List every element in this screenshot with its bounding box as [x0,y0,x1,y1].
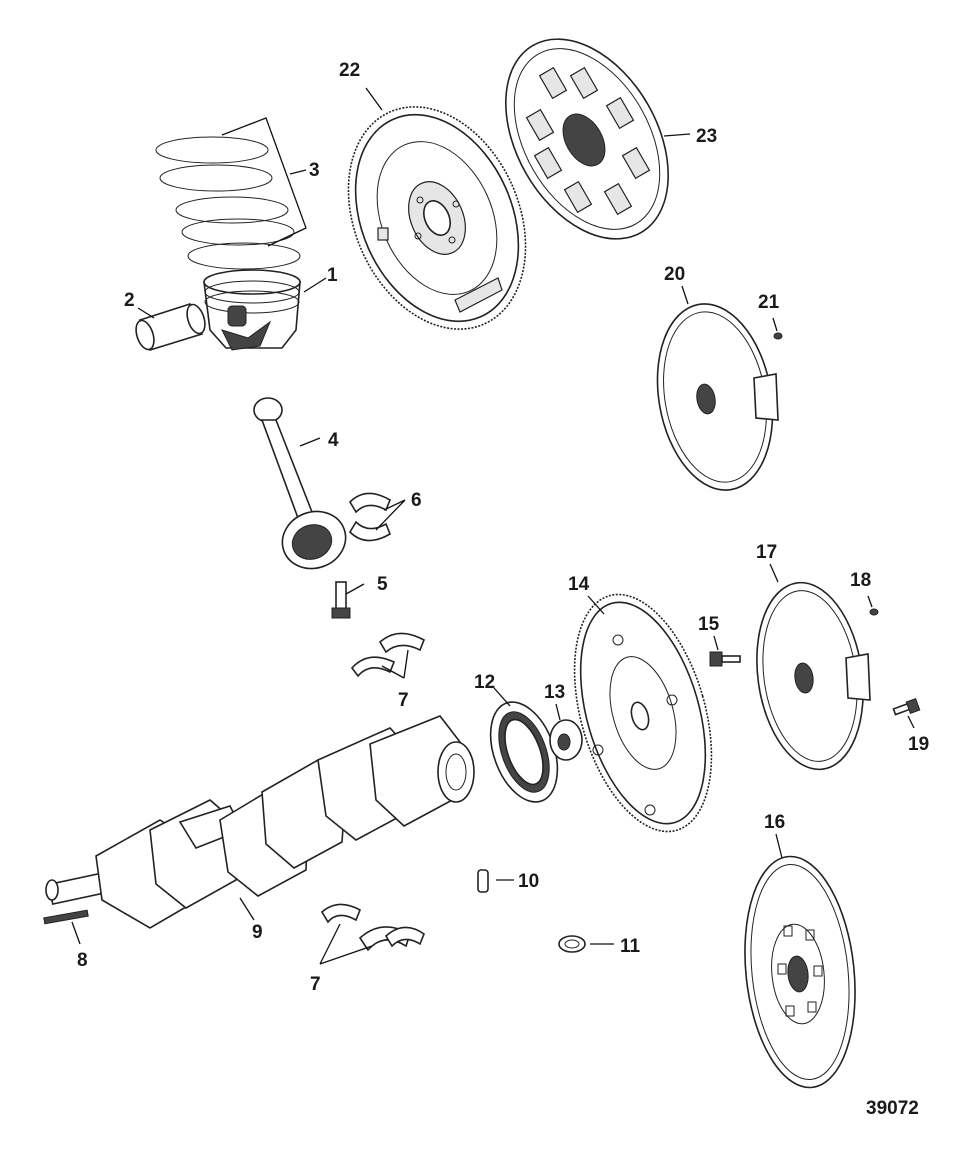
callout-21: 21 [758,292,780,313]
main-bearing-halves-lower [320,903,425,952]
rod-bearing-halves [348,492,391,542]
callout-labels: 1 2 3 4 5 6 7 7 8 9 10 11 12 13 14 15 16… [77,60,929,995]
main-bearing-halves-upper [350,632,426,678]
pilot-bearing [549,719,583,761]
callout-7-lower: 7 [310,974,321,995]
damper-plate [505,38,669,240]
callout-5: 5 [377,574,388,595]
flexplate [573,593,713,833]
callout-22: 22 [339,60,360,81]
callout-9: 9 [252,922,263,943]
crankshaft [45,715,475,929]
small-pin-18 [869,608,879,616]
callout-8: 8 [77,950,88,971]
bolt-19 [892,698,921,716]
callout-10: 10 [518,871,539,892]
callout-2: 2 [124,290,135,311]
clutch-disc [744,855,856,1089]
callout-19: 19 [908,734,929,755]
callout-1: 1 [327,265,338,286]
callout-13: 13 [544,682,565,703]
callout-16: 16 [764,812,785,833]
callout-20: 20 [664,264,685,285]
dowel-pin-10 [477,869,489,893]
piston-pin [135,303,206,351]
callout-4: 4 [328,430,339,451]
callout-14: 14 [568,574,590,595]
piston [203,269,301,351]
figure-number: 39072 [866,1098,919,1119]
damper-with-hub [756,581,871,771]
callout-18: 18 [850,570,871,591]
rod-bolt [331,581,351,619]
callout-6: 6 [411,490,422,511]
callout-11: 11 [620,936,641,957]
bolt-15 [709,651,741,667]
drive-plate-with-hub [656,303,779,491]
flywheel [347,106,527,330]
piston-rings [155,136,301,270]
plug-11 [558,935,586,953]
small-pin-21 [773,332,783,340]
callout-17: 17 [756,542,777,563]
callout-12: 12 [474,672,495,693]
callout-7-upper: 7 [398,690,409,711]
callout-3: 3 [309,160,320,181]
callout-23: 23 [696,126,717,147]
connecting-rod [253,397,347,570]
crank-key [43,909,89,925]
rear-main-seal [489,701,559,803]
callout-15: 15 [698,614,720,635]
